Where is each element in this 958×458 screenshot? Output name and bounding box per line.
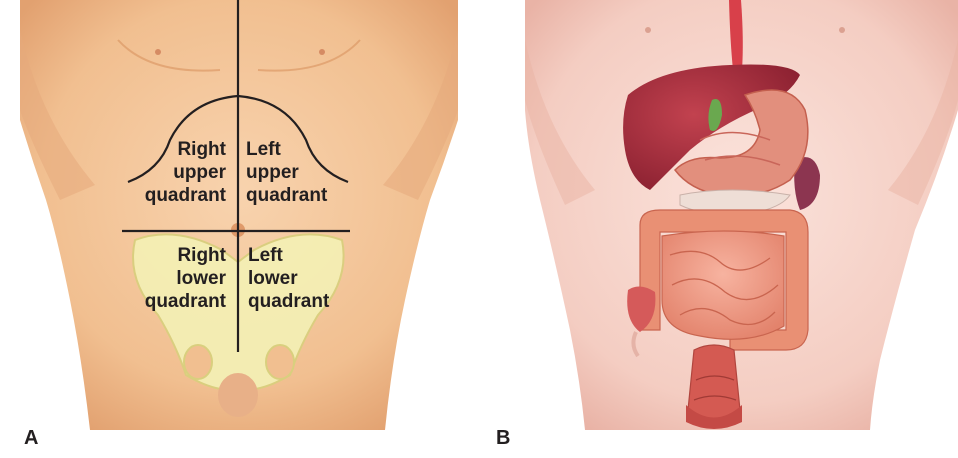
gallbladder <box>708 99 722 131</box>
large-intestine <box>639 209 809 351</box>
left-upper-quadrant-label: Left upper quadrant <box>246 139 328 206</box>
right-upper-quadrant-label: Right upper quadrant <box>144 139 226 206</box>
panel-letter-b: B <box>496 427 511 449</box>
panel-b-torso <box>525 0 958 430</box>
rectum <box>687 344 741 421</box>
right-lower-quadrant-label: Right lower quadrant <box>144 245 226 312</box>
left-lower-quadrant-label: Left lower quadrant <box>248 245 330 312</box>
spleen <box>794 157 820 210</box>
esophagus <box>729 0 743 70</box>
stomach <box>674 89 809 197</box>
small-intestine <box>661 230 785 340</box>
panel-a-torso <box>20 0 458 430</box>
panel-letter-a: A <box>24 427 39 449</box>
